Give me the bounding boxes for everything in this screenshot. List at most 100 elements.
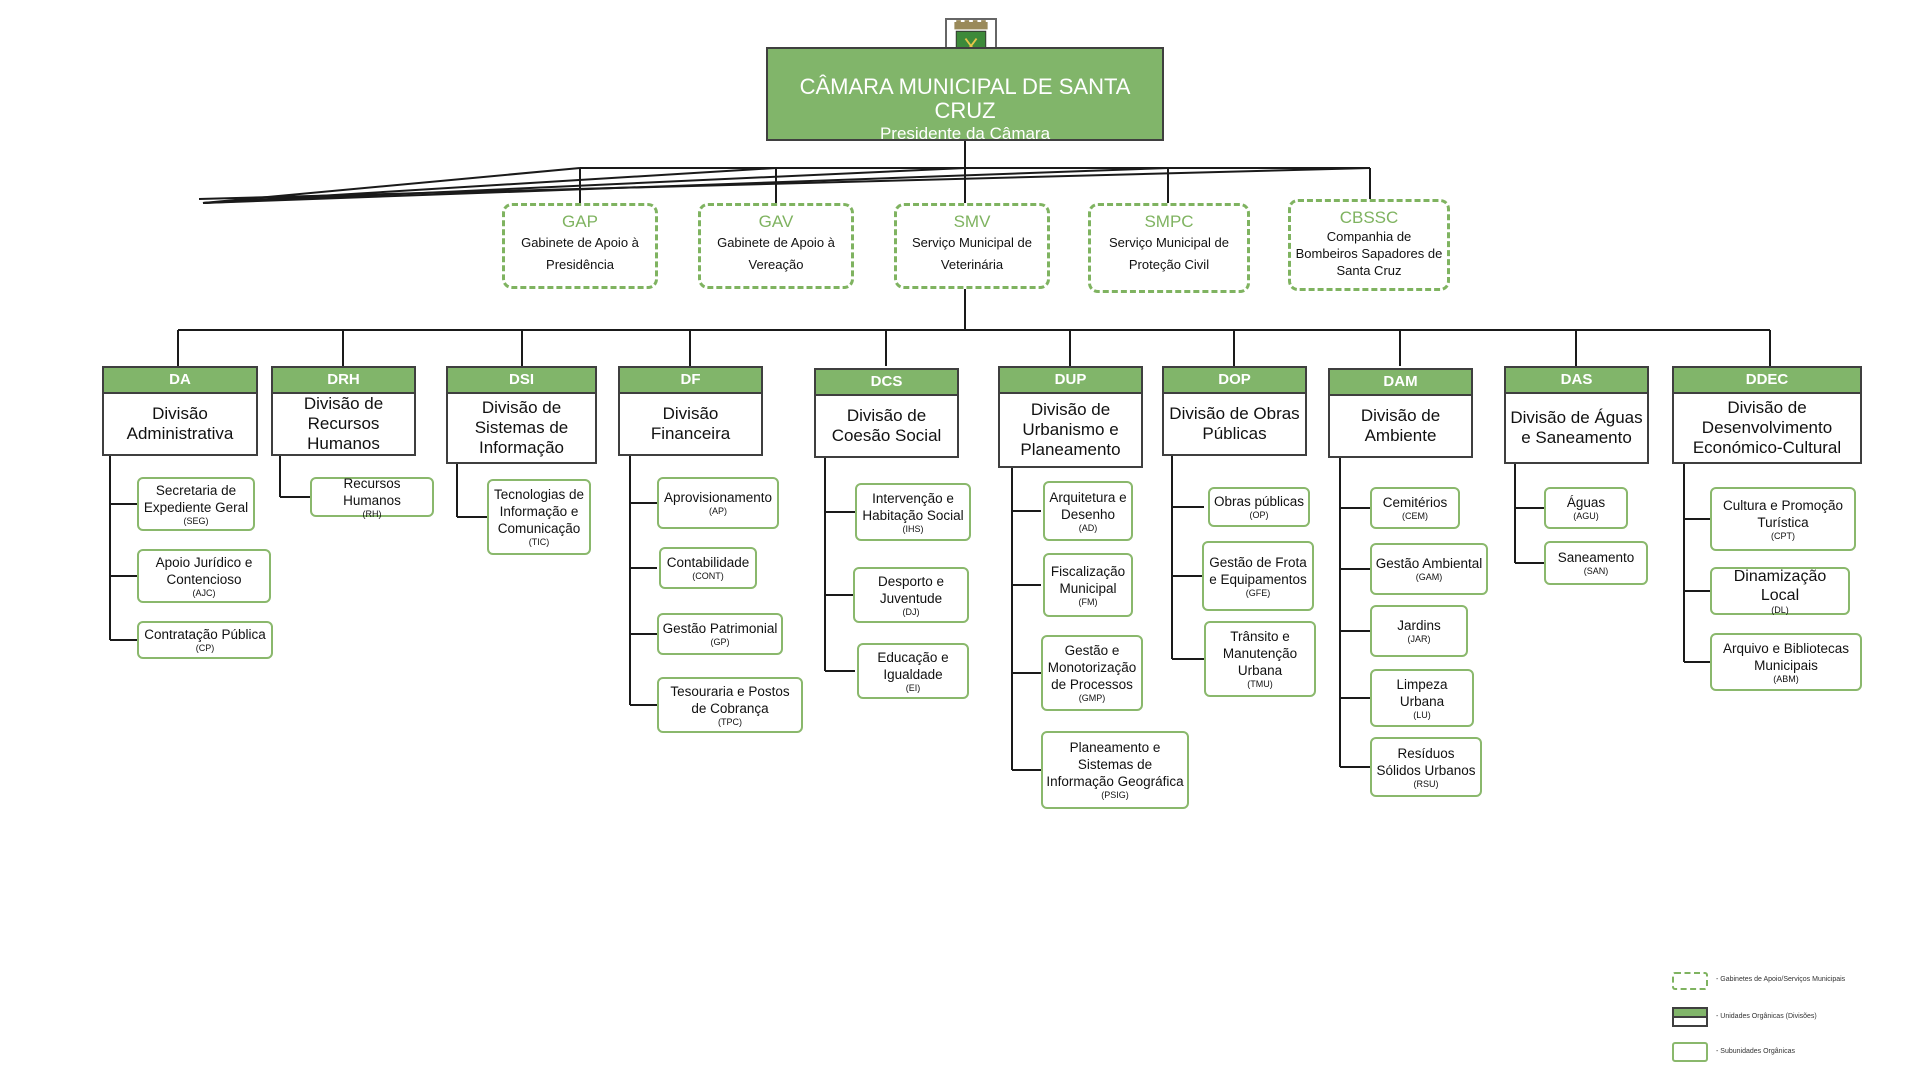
gabinete-cbssc: CBSSC Companhia de Bombeiros Sapadores d… bbox=[1288, 199, 1450, 291]
subunit-name: Cultura e Promoção Turística bbox=[1722, 497, 1844, 530]
subunit-dl: Dinamização Local (DL) bbox=[1710, 567, 1850, 615]
subunit-san: Saneamento (SAN) bbox=[1544, 541, 1648, 585]
subunit-code: (DL) bbox=[1771, 604, 1789, 615]
subunit-ei: Educação e Igualdade (EI) bbox=[857, 643, 969, 699]
subunit-cont: Contabilidade (CONT) bbox=[659, 547, 757, 589]
subunit-code: (RH) bbox=[362, 508, 382, 519]
subunit-code: (GMP) bbox=[1078, 693, 1106, 703]
subunit-name: Águas bbox=[1566, 495, 1606, 510]
subunit-name: Educação e Igualdade bbox=[877, 649, 949, 682]
subunit-name: Arquivo e Bibliotecas Municipais bbox=[1722, 640, 1850, 673]
gabinete-code: SMPC bbox=[1144, 212, 1194, 231]
division-name: Divisão de Coesão Social bbox=[831, 406, 942, 445]
gabinete-code: CBSSC bbox=[1339, 208, 1399, 227]
division-name: Divisão de Águas e Saneamento bbox=[1510, 408, 1643, 447]
subunit-code: (ABM) bbox=[1773, 673, 1799, 684]
legend-label: - Gabinetes de Apoio/Serviços Municipais bbox=[1716, 976, 1846, 983]
gabinete-name: Gabinete de Apoio à Presidência bbox=[521, 235, 639, 272]
division-code: DUP bbox=[1000, 368, 1141, 394]
connector-line bbox=[198, 167, 1371, 200]
division-das: DAS Divisão de Águas e Saneamento bbox=[1504, 366, 1649, 464]
subunit-code: (CPT) bbox=[1771, 530, 1795, 541]
legend-division-swatch bbox=[1672, 1007, 1708, 1027]
subunit-name: Saneamento bbox=[1557, 550, 1635, 565]
subunit-code: (SEG) bbox=[183, 515, 209, 526]
gabinete-code: GAP bbox=[562, 212, 598, 231]
division-code: DF bbox=[620, 368, 761, 394]
subunit-code: (CONT) bbox=[692, 571, 724, 581]
subunit-name: Dinamização Local bbox=[1733, 567, 1827, 604]
page-subtitle: Presidente da Câmara bbox=[879, 124, 1051, 143]
subunit-name: Gestão Patrimonial bbox=[662, 621, 778, 636]
subunit-code: (AD) bbox=[1078, 522, 1098, 533]
division-name: Divisão de Recursos Humanos bbox=[303, 394, 384, 453]
division-da: DA Divisão Administrativa bbox=[102, 366, 258, 456]
subunit-name: Secretaria de Expediente Geral bbox=[143, 482, 249, 515]
division-ddec: DDEC Divisão de Desenvolvimento Económic… bbox=[1672, 366, 1862, 464]
subunit-cem: Cemitérios (CEM) bbox=[1370, 487, 1460, 529]
division-drh: DRH Divisão de Recursos Humanos bbox=[271, 366, 416, 456]
subunit-psig: Planeamento e Sistemas de Informação Geo… bbox=[1041, 731, 1189, 809]
subunit-name: Arquitetura e Desenho bbox=[1049, 489, 1127, 522]
legend-label: - Unidades Orgânicas (Divisões) bbox=[1716, 1013, 1817, 1020]
division-name: Divisão de Desenvolvimento Económico-Cul… bbox=[1692, 398, 1842, 457]
division-dcs: DCS Divisão de Coesão Social bbox=[814, 368, 959, 458]
division-code: DDEC bbox=[1674, 368, 1860, 394]
subunit-tpc: Tesouraria e Postos de Cobrança (TPC) bbox=[657, 677, 803, 733]
gabinete-gap: GAP Gabinete de Apoio à Presidência bbox=[502, 203, 658, 289]
subunit-rh: Recursos Humanos (RH) bbox=[310, 476, 434, 519]
division-dam: DAM Divisão de Ambiente bbox=[1328, 368, 1473, 458]
division-name: Divisão de Sistemas de Informação bbox=[474, 398, 569, 457]
subunit-dj: Desporto e Juventude (DJ) bbox=[853, 567, 969, 623]
division-name: Divisão de Urbanismo e Planeamento bbox=[1020, 400, 1121, 459]
subunit-name: Tesouraria e Postos de Cobrança bbox=[670, 683, 790, 716]
subunit-fm: Fiscalização Municipal (FM) bbox=[1043, 553, 1133, 617]
subunit-name: Trânsito e Manutenção Urbana bbox=[1222, 629, 1298, 678]
subunit-code: (GAM) bbox=[1415, 572, 1443, 582]
division-dup: DUP Divisão de Urbanismo e Planeamento bbox=[998, 366, 1143, 468]
division-name: Divisão Financeira bbox=[650, 404, 731, 443]
subunit-gp: Gestão Patrimonial (GP) bbox=[657, 613, 783, 655]
subunit-seg: Secretaria de Expediente Geral (SEG) bbox=[137, 477, 255, 531]
subunit-code: (AP) bbox=[709, 506, 727, 516]
subunit-name: Aprovisionamento bbox=[663, 490, 773, 505]
division-code: DRH bbox=[273, 368, 414, 394]
subunit-ap: Aprovisionamento (AP) bbox=[657, 477, 779, 529]
subunit-code: (AJC) bbox=[192, 587, 216, 598]
subunit-name: Obras públicas bbox=[1213, 494, 1305, 509]
subunit-abm: Arquivo e Bibliotecas Municipais (ABM) bbox=[1710, 633, 1862, 691]
subunit-code: (SAN) bbox=[1583, 566, 1609, 576]
subunit-code: (JAR) bbox=[1407, 634, 1431, 644]
subunit-name: Jardins bbox=[1397, 618, 1441, 633]
subunit-rsu: Resíduos Sólidos Urbanos (RSU) bbox=[1370, 737, 1482, 797]
subunit-gfe: Gestão de Frota e Equipamentos (GFE) bbox=[1202, 541, 1314, 611]
subunit-code: (EI) bbox=[905, 682, 921, 693]
subunit-code: (IHS) bbox=[902, 523, 924, 534]
subunit-code: (LU) bbox=[1413, 709, 1431, 720]
connector-line bbox=[202, 167, 966, 204]
legend-dashed-swatch bbox=[1672, 972, 1708, 990]
subunit-code: (RSU) bbox=[1413, 778, 1439, 789]
subunit-cp: Contratação Pública (CP) bbox=[137, 621, 273, 659]
subunit-name: Tecnologias de Informação e Comunicação bbox=[493, 487, 585, 536]
subunit-name: Contabilidade bbox=[666, 555, 750, 570]
subunit-jar: Jardins (JAR) bbox=[1370, 605, 1468, 657]
legend-subunit-swatch bbox=[1672, 1042, 1708, 1062]
subunit-code: (TPC) bbox=[718, 716, 742, 727]
division-code: DA bbox=[104, 368, 256, 394]
division-name: Divisão de Obras Públicas bbox=[1169, 404, 1300, 443]
subunit-name: Desporto e Juventude bbox=[877, 573, 945, 606]
camara-municipal-box: CÂMARA MUNICIPAL DE SANTA CRUZ President… bbox=[766, 47, 1164, 143]
subunit-code: (TMU) bbox=[1247, 679, 1273, 689]
subunit-code: (GFE) bbox=[1245, 587, 1271, 598]
gabinete-code: GAV bbox=[758, 212, 794, 231]
subunit-name: Gestão Ambiental bbox=[1375, 556, 1483, 571]
subunit-code: (OP) bbox=[1249, 510, 1269, 520]
gabinete-smv: SMV Serviço Municipal de Veterinária bbox=[894, 203, 1050, 289]
gabinete-name: Serviço Municipal de Veterinária bbox=[912, 235, 1032, 272]
subunit-tmu: Trânsito e Manutenção Urbana (TMU) bbox=[1204, 621, 1316, 697]
subunit-name: Resíduos Sólidos Urbanos bbox=[1376, 745, 1476, 778]
division-code: DAS bbox=[1506, 368, 1647, 394]
subunit-name: Planeamento e Sistemas de Informação Geo… bbox=[1046, 740, 1184, 789]
